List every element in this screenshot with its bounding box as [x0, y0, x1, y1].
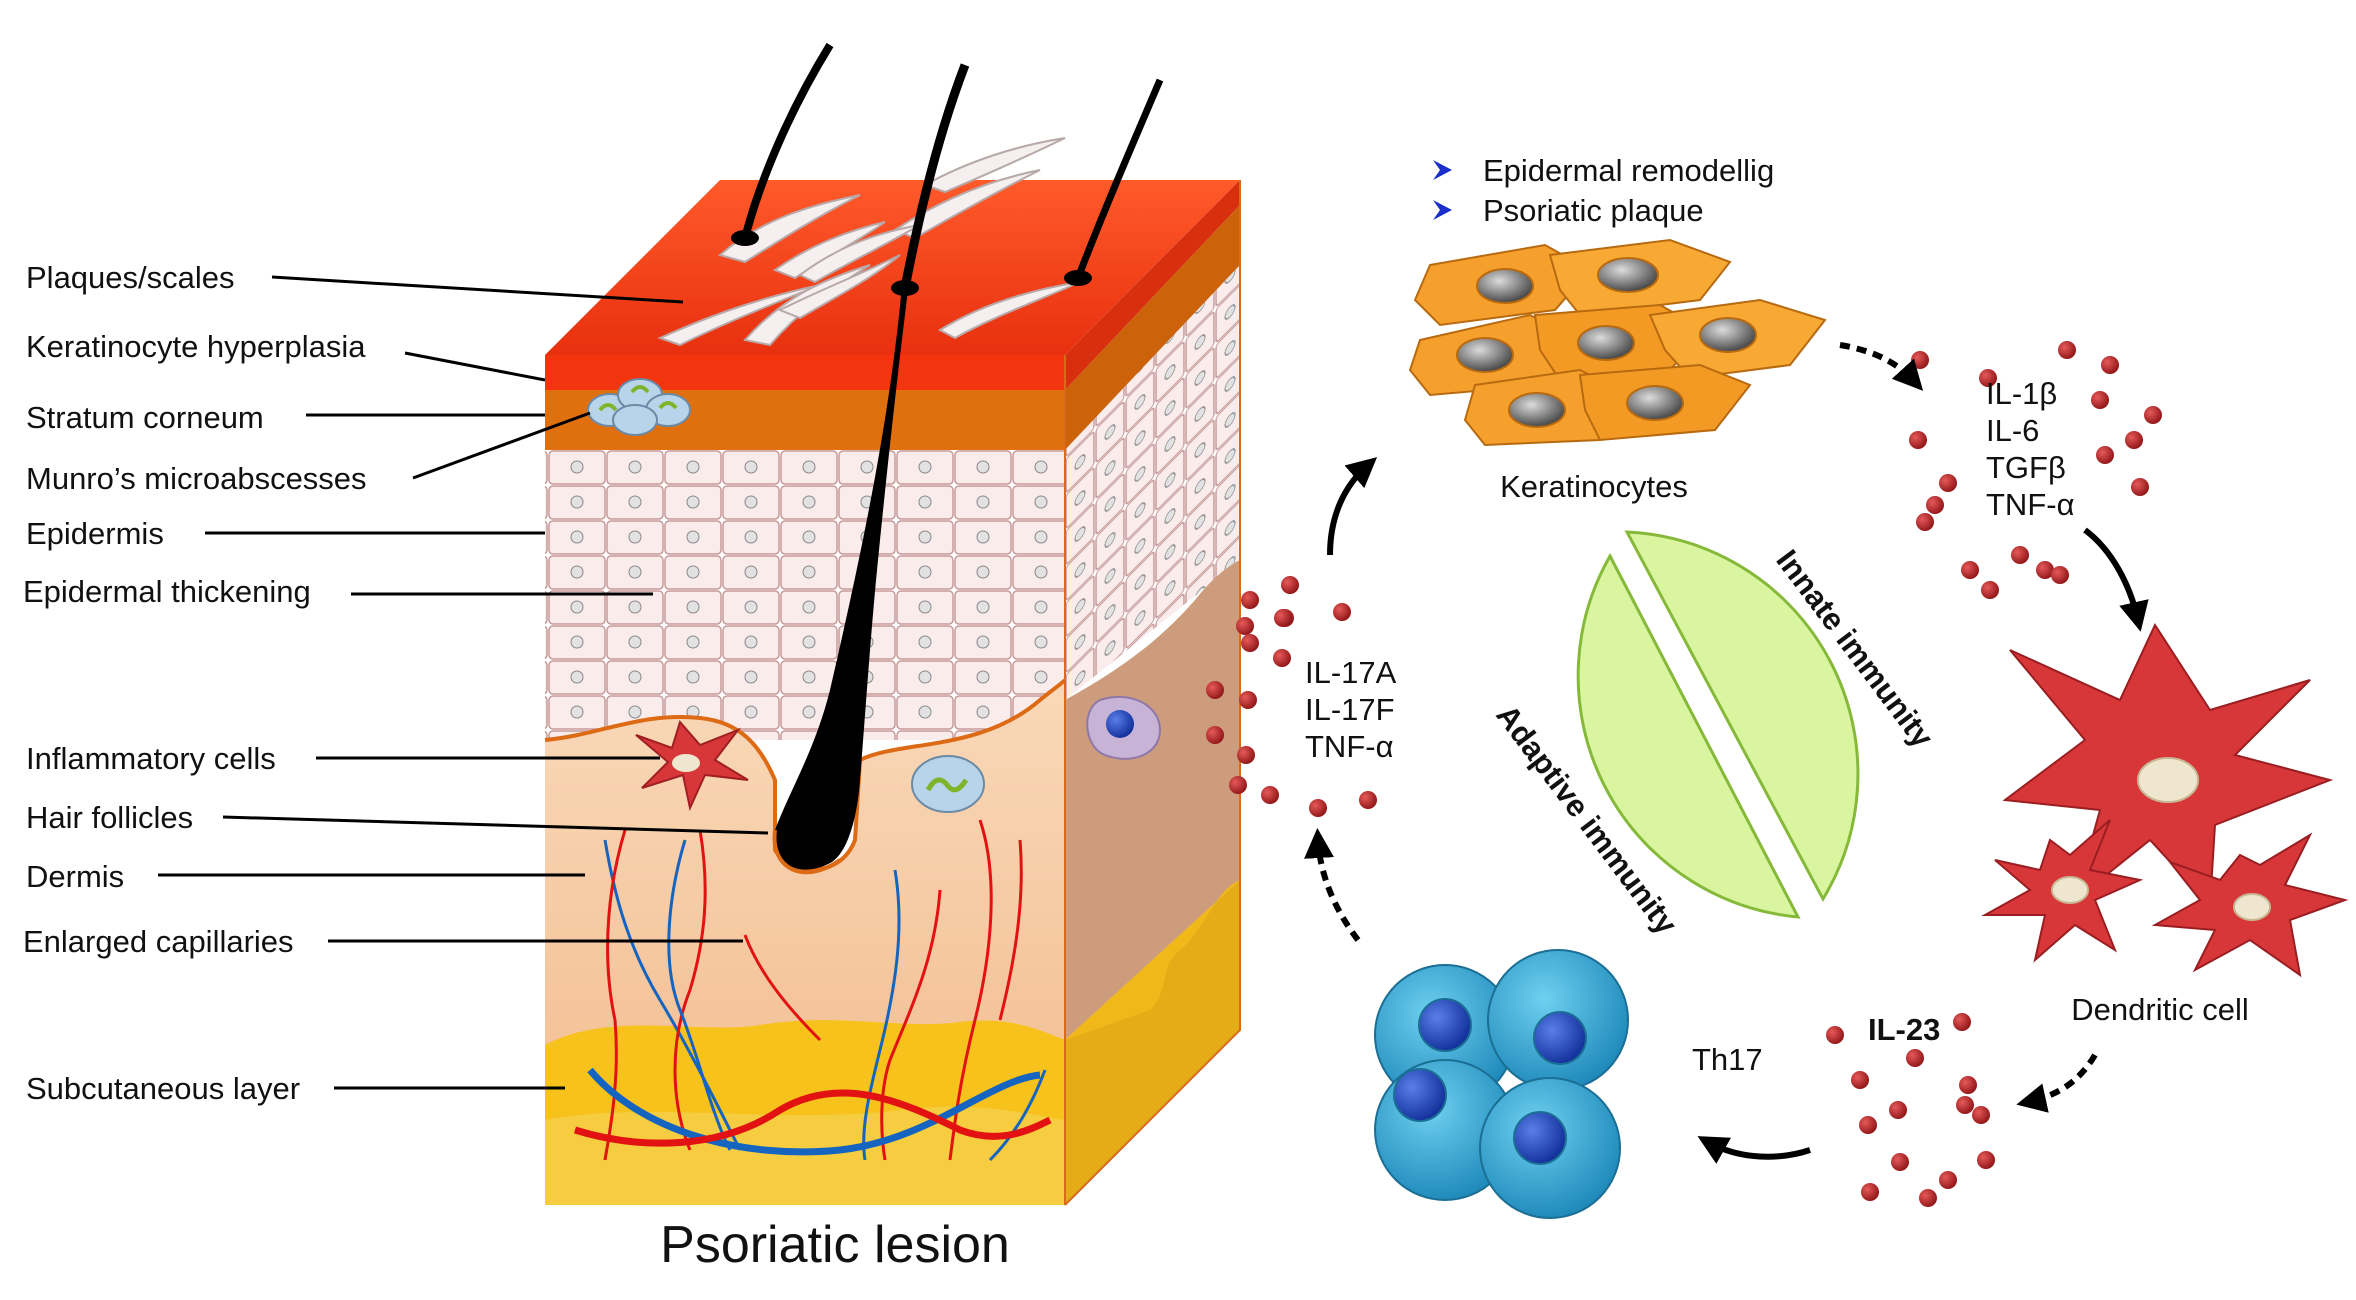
- inflammatory-cell: [635, 719, 749, 812]
- left-labels: Plaques/scales Keratinocyte hyperplasia …: [23, 260, 367, 1106]
- keratinocytes-label: Keratinocytes: [1500, 469, 1688, 504]
- cytokine-tgfb: TGFβ: [1986, 450, 2066, 485]
- stratum-top-face: [545, 180, 1240, 355]
- arrow-to-keratinocytes: [1327, 457, 1378, 556]
- bullet-epidermal-remodelling: Epidermal remodellig: [1483, 153, 1774, 188]
- label-plaques-scales: Plaques/scales: [26, 260, 235, 295]
- adaptive-half: [1576, 552, 1801, 919]
- bullet-arrow-icon: [1433, 160, 1452, 180]
- arrow-to-dendritic: [2083, 527, 2149, 632]
- cycle-arrows: [1304, 342, 2149, 1164]
- subcutaneous-lower: [545, 1106, 1065, 1205]
- cytokine-il1b: IL-1β: [1986, 376, 2057, 411]
- side-yellow-wave: [1065, 880, 1240, 1040]
- label-subcutaneous-layer: Subcutaneous layer: [26, 1071, 300, 1106]
- innate-half: [1624, 530, 1860, 903]
- label-stratum-corneum: Stratum corneum: [26, 400, 264, 435]
- th17-label: Th17: [1692, 1042, 1763, 1077]
- skin-title: Psoriatic lesion: [660, 1216, 1010, 1274]
- scales: [657, 137, 1081, 347]
- dendritic-cell-label: Dendritic cell: [2071, 992, 2248, 1027]
- cytokine-il6: IL-6: [1986, 413, 2039, 448]
- side-edge: [1064, 180, 1241, 1206]
- label-epidermis: Epidermis: [26, 516, 164, 551]
- cytokine-tnfa: TNF-α: [1305, 729, 1394, 764]
- arrow-il23-to-th17: [1697, 1136, 1811, 1164]
- side-corneum: [1065, 180, 1240, 390]
- cytokine-dots: [1206, 341, 2162, 1207]
- bullet-arrow-icon: [1433, 200, 1452, 220]
- dermis-neutrophil: [911, 755, 985, 813]
- immunity-circle: Innate immunity Adaptive immunity: [1489, 530, 1941, 941]
- keratinocyte-cytokines: IL-1β IL-6 TGFβ TNF-α: [1986, 376, 2075, 522]
- th17-cells: [1374, 949, 1629, 1219]
- cytokine-il23: IL-23: [1868, 1012, 1940, 1047]
- side-orange: [1065, 205, 1240, 450]
- outcome-bullets: Epidermal remodellig Psoriatic plaque: [1433, 153, 1774, 228]
- dendritic-cells: [1981, 622, 2349, 978]
- label-inflammatory-cells: Inflammatory cells: [26, 741, 276, 776]
- label-enlarged-capillaries: Enlarged capillaries: [23, 924, 294, 959]
- capillaries: [573, 819, 1052, 1162]
- arrow-keratinocytes-to-cytokines: [1839, 342, 1924, 391]
- label-keratinocyte-hyperplasia: Keratinocyte hyperplasia: [26, 329, 366, 364]
- side-subcutaneous: [1065, 880, 1240, 1205]
- bullet-psoriatic-plaque: Psoriatic plaque: [1483, 193, 1704, 228]
- label-munro-microabscesses: Munro’s microabscesses: [26, 461, 367, 496]
- th17-cytokines: IL-17A IL-17F TNF-α: [1305, 655, 1397, 764]
- cytokine-tnfa: TNF-α: [1986, 487, 2075, 522]
- label-epidermal-thickening: Epidermal thickening: [23, 574, 311, 609]
- side-epidermis: [1065, 265, 1240, 700]
- keratinocyte-cluster: [1408, 238, 1827, 447]
- skin-block: [544, 42, 1241, 1206]
- munro-microabscess: [587, 378, 691, 436]
- label-dermis: Dermis: [26, 859, 124, 894]
- cytokine-il17f: IL-17F: [1305, 692, 1395, 727]
- leader-lines: [158, 275, 769, 1090]
- hair-follicle: [731, 42, 1164, 875]
- label-hair-follicles: Hair follicles: [26, 800, 193, 835]
- arrow-th17-to-cytokines: [1304, 828, 1361, 942]
- cytokine-il17a: IL-17A: [1305, 655, 1397, 690]
- lymphocyte-side: [1086, 695, 1162, 760]
- arrow-dendritic-to-il23: [2016, 1053, 2098, 1113]
